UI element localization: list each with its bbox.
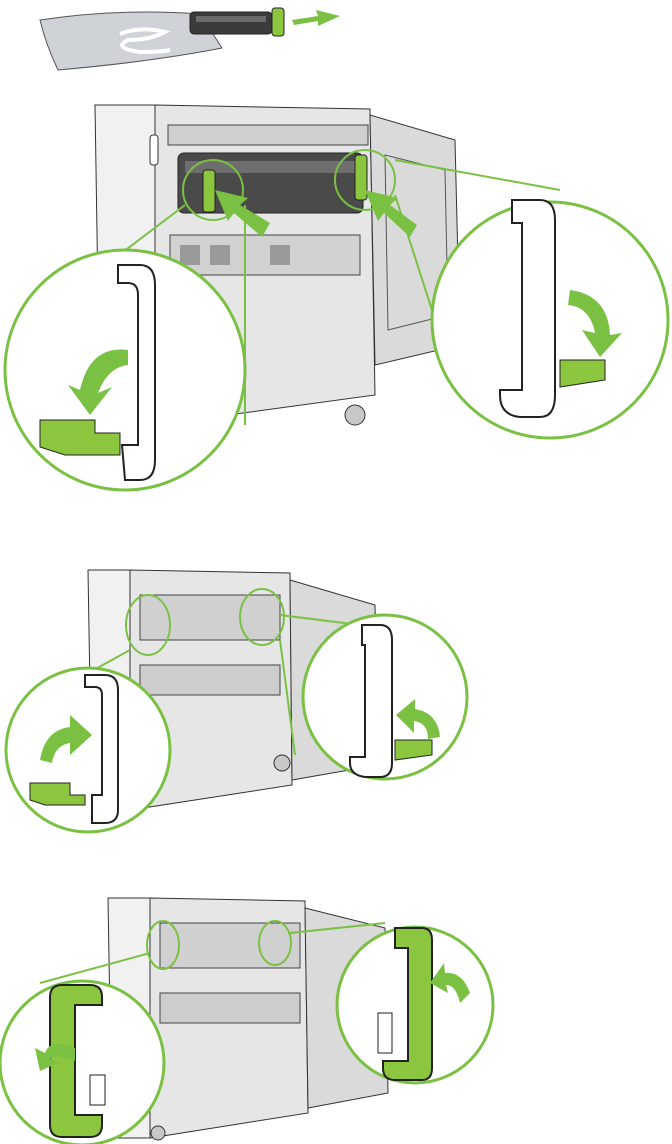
step-insert-fuser (0, 95, 672, 515)
arrow-right-icon (292, 10, 340, 26)
step-unpack-fuser (0, 0, 672, 75)
magnify-callout-icon-right (337, 927, 493, 1083)
magnify-callout-icon-right (432, 200, 668, 438)
step-rotate-levers-up (0, 565, 672, 835)
magnify-callout-icon (5, 250, 245, 490)
fuser-unit-icon (190, 8, 284, 36)
step-levers-locked (0, 893, 672, 1144)
right-fuser-lever (355, 155, 367, 200)
magnify-callout-icon (6, 668, 170, 832)
magnify-callout-icon (0, 981, 164, 1144)
magnify-callout-icon-right (303, 615, 467, 779)
left-fuser-lever (203, 170, 215, 212)
